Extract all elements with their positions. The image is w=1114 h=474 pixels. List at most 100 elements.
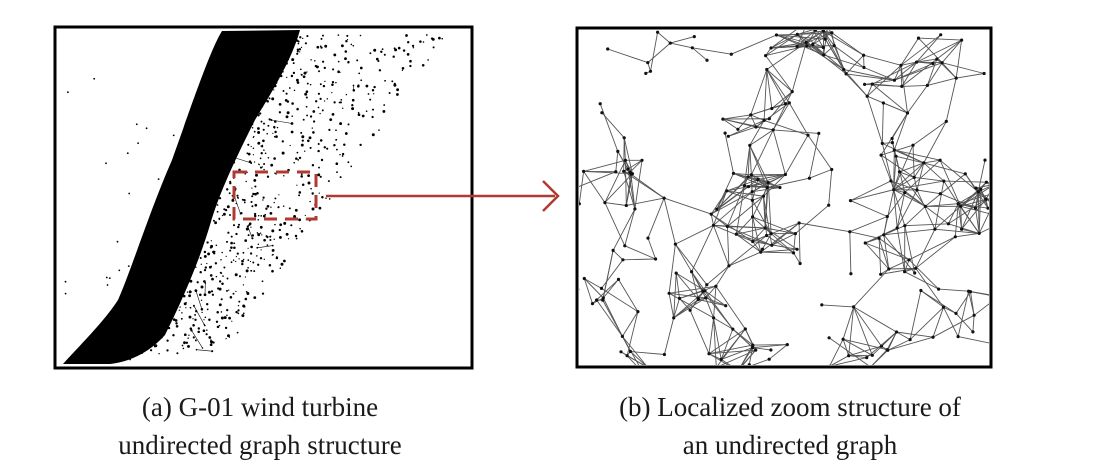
graph-node — [879, 272, 883, 276]
graph-node — [259, 166, 263, 169]
graph-node — [674, 271, 678, 275]
graph-edge — [728, 119, 765, 137]
graph-edge — [713, 317, 717, 365]
graph-node — [244, 239, 248, 242]
graph-edge — [624, 160, 627, 206]
graph-edge — [932, 314, 975, 338]
graph-node — [701, 289, 705, 293]
graph-edge — [955, 40, 963, 79]
graph-edge — [904, 271, 939, 290]
graph-edge — [828, 169, 833, 206]
graph-node — [283, 259, 286, 263]
graph-node — [286, 76, 288, 79]
graph-node — [237, 223, 241, 226]
graph-node — [582, 276, 586, 281]
graph-node — [328, 198, 331, 200]
graph-edge — [668, 293, 675, 318]
graph-node — [281, 70, 284, 73]
graph-node — [307, 181, 311, 185]
graph-node — [206, 241, 209, 244]
graph-node — [176, 243, 180, 247]
graph-node — [221, 251, 223, 254]
graph-node — [299, 227, 301, 230]
graph-edge — [691, 271, 699, 300]
graph-edge — [741, 349, 757, 365]
graph-node — [235, 290, 237, 293]
graph-node — [158, 352, 160, 355]
graph-node — [153, 296, 156, 299]
graph-node — [300, 131, 303, 134]
graph-edge — [939, 159, 979, 193]
graph-node — [340, 44, 344, 48]
graph-node — [378, 69, 382, 72]
graph-node — [299, 36, 302, 39]
graph-edge — [947, 203, 959, 224]
graph-node — [206, 262, 208, 265]
graph-edge — [622, 336, 640, 365]
graph-node — [130, 348, 133, 351]
graph-node — [260, 87, 263, 90]
graph-node — [199, 212, 202, 215]
graph-node — [338, 101, 341, 104]
graph-edge — [601, 112, 625, 139]
graph-node — [253, 270, 256, 273]
graph-node — [654, 257, 658, 261]
graph-node — [335, 129, 337, 132]
graph-node — [830, 31, 834, 35]
graph-node — [257, 141, 261, 145]
graph-node — [93, 77, 96, 80]
graph-edge — [880, 267, 916, 275]
graph-node — [138, 316, 142, 319]
graph-edge — [623, 170, 665, 199]
graph-node — [766, 181, 770, 185]
graph-node — [241, 314, 245, 318]
graph-edge — [749, 120, 765, 146]
graph-node — [162, 271, 165, 273]
graph-node — [237, 312, 240, 315]
graph-node — [323, 66, 326, 70]
graph-node — [204, 316, 207, 319]
graph-edge — [749, 145, 769, 183]
graph-node — [236, 252, 239, 255]
graph-edge — [896, 192, 906, 228]
graph-node — [306, 35, 309, 38]
graph-edge — [893, 189, 926, 207]
graph-edge — [893, 177, 915, 191]
graph-node — [199, 256, 202, 260]
graph-node — [611, 248, 615, 252]
graph-edge — [622, 258, 656, 261]
graph-node — [275, 135, 278, 138]
graph-node — [204, 266, 207, 269]
graph-node — [250, 226, 252, 228]
graph-node — [848, 230, 852, 234]
graph-node — [606, 47, 610, 51]
graph-node — [296, 50, 299, 53]
graph-node — [218, 175, 222, 179]
sparse-graph-edges — [128, 39, 355, 352]
graph-node — [271, 97, 275, 101]
graph-node — [186, 261, 190, 265]
graph-edge — [918, 37, 962, 41]
graph-node — [318, 206, 322, 210]
graph-node — [672, 316, 676, 320]
graph-node — [279, 223, 283, 227]
graph-node — [121, 352, 124, 354]
graph-edge — [604, 202, 627, 206]
graph-node — [127, 265, 130, 267]
graph-node — [709, 212, 713, 216]
graph-edge — [880, 154, 915, 178]
graph-edge — [715, 285, 746, 330]
graph-node — [278, 235, 282, 239]
graph-node — [258, 164, 260, 166]
graph-node — [168, 270, 171, 274]
graph-edge — [713, 224, 753, 242]
graph-edge — [893, 145, 914, 190]
graph-edge — [888, 267, 916, 270]
graph-node — [721, 117, 725, 121]
graph-edge — [850, 200, 888, 217]
graph-edge — [785, 134, 809, 175]
graph-node — [371, 133, 375, 137]
graph-edge — [893, 189, 898, 228]
graph-edge — [978, 211, 989, 234]
graph-node — [129, 358, 132, 361]
